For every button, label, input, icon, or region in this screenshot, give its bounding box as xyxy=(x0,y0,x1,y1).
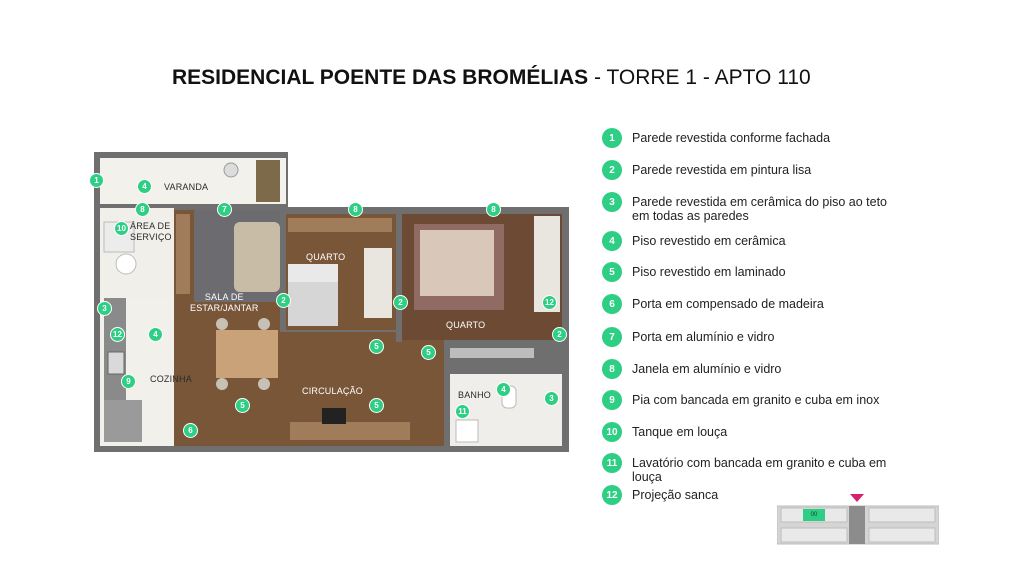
floor-plan-drawing xyxy=(94,152,569,452)
legend-item: 10 Tanque em louça xyxy=(602,422,892,442)
legend-number: 7 xyxy=(602,327,622,347)
legend-item: 11 Lavatório com bancada em granito e cu… xyxy=(602,453,892,484)
plan-marker: 3 xyxy=(544,391,559,406)
page-title: RESIDENCIAL POENTE DAS BROMÉLIAS - TORRE… xyxy=(172,66,872,90)
title-sub: - TORRE 1 - APTO 110 xyxy=(588,66,811,89)
room-label-area-servico: ÁREA DE SERVIÇO xyxy=(130,221,172,242)
room-label-varanda: VARANDA xyxy=(164,182,209,192)
legend-number: 12 xyxy=(602,485,622,505)
room-label-quarto-1: QUARTO xyxy=(306,252,346,262)
legend-text: Lavatório com bancada em granito e cuba … xyxy=(632,456,887,484)
legend-text: Porta em alumínio e vidro xyxy=(632,330,775,344)
legend-text: Parede revestida conforme fachada xyxy=(632,131,831,145)
room-label-sala: SALA DE ESTAR/JANTAR xyxy=(190,292,259,313)
legend-item: 4 Piso revestido em cerâmica xyxy=(602,231,892,251)
legend-text: Parede revestida em cerâmica do piso ao … xyxy=(632,195,887,223)
legend-item: 3 Parede revestida em cerâmica do piso a… xyxy=(602,192,892,223)
plan-marker: 8 xyxy=(135,202,150,217)
plan-marker: 12 xyxy=(542,295,557,310)
plan-marker: 3 xyxy=(97,301,112,316)
legend-item: 1 Parede revestida conforme fachada xyxy=(602,128,892,148)
plan-marker: 2 xyxy=(393,295,408,310)
plan-marker: 2 xyxy=(276,293,291,308)
legend-item: 6 Porta em compensado de madeira xyxy=(602,294,892,314)
plan-marker: 4 xyxy=(148,327,163,342)
plan-marker: 10 xyxy=(114,221,129,236)
legend-number: 1 xyxy=(602,128,622,148)
plan-marker: 11 xyxy=(455,404,470,419)
plan-marker: 9 xyxy=(121,374,136,389)
legend-item: 9 Pia com bancada em granito e cuba em i… xyxy=(602,390,892,410)
legend-number: 8 xyxy=(602,359,622,379)
legend-item: 2 Parede revestida em pintura lisa xyxy=(602,160,892,180)
legend-number: 10 xyxy=(602,422,622,442)
room-label-quarto-2: QUARTO xyxy=(446,320,486,330)
legend-number: 11 xyxy=(602,453,622,473)
legend-text: Porta em compensado de madeira xyxy=(632,297,824,311)
key-plan: 00 xyxy=(776,494,940,546)
legend-text: Parede revestida em pintura lisa xyxy=(632,163,812,177)
key-plan-drawing xyxy=(776,494,940,545)
plan-marker: 4 xyxy=(496,382,511,397)
room-label-circulacao: CIRCULAÇÃO xyxy=(302,386,364,396)
floor-plan: VARANDA ÁREA DE SERVIÇO SALA DE ESTAR/JA… xyxy=(89,152,569,452)
plan-marker: 6 xyxy=(183,423,198,438)
legend-number: 6 xyxy=(602,294,622,314)
legend-item: 8 Janela em alumínio e vidro xyxy=(602,359,892,379)
legend-number: 2 xyxy=(602,160,622,180)
legend-text: Projeção sanca xyxy=(632,488,719,502)
plan-marker: 2 xyxy=(552,327,567,342)
plan-marker: 1 xyxy=(89,173,104,188)
plan-marker: 4 xyxy=(137,179,152,194)
plan-marker: 5 xyxy=(369,339,384,354)
legend-text: Piso revestido em cerâmica xyxy=(632,234,786,248)
title-main: RESIDENCIAL POENTE DAS BROMÉLIAS xyxy=(172,66,589,89)
room-label-cozinha: COZINHA xyxy=(150,374,192,384)
legend-number: 9 xyxy=(602,390,622,410)
legend-number: 4 xyxy=(602,231,622,251)
legend-number: 3 xyxy=(602,192,622,212)
plan-marker: 12 xyxy=(110,327,125,342)
plan-marker: 5 xyxy=(421,345,436,360)
plan-marker: 8 xyxy=(486,202,501,217)
legend-item: 7 Porta em alumínio e vidro xyxy=(602,327,892,347)
plan-marker: 5 xyxy=(235,398,250,413)
legend-text: Pia com bancada em granito e cuba em ino… xyxy=(632,393,880,407)
room-label-banho: BANHO xyxy=(458,390,492,400)
legend-number: 5 xyxy=(602,262,622,282)
location-pointer-icon xyxy=(850,494,864,502)
key-plan-unit-label: 00 xyxy=(810,512,818,518)
plan-marker: 7 xyxy=(217,202,232,217)
legend-text: Janela em alumínio e vidro xyxy=(632,362,782,376)
legend-item: 12 Projeção sanca xyxy=(602,485,892,505)
legend-text: Piso revestido em laminado xyxy=(632,265,786,279)
plan-marker: 8 xyxy=(348,202,363,217)
legend-item: 5 Piso revestido em laminado xyxy=(602,262,892,282)
legend-text: Tanque em louça xyxy=(632,425,728,439)
plan-marker: 5 xyxy=(369,398,384,413)
